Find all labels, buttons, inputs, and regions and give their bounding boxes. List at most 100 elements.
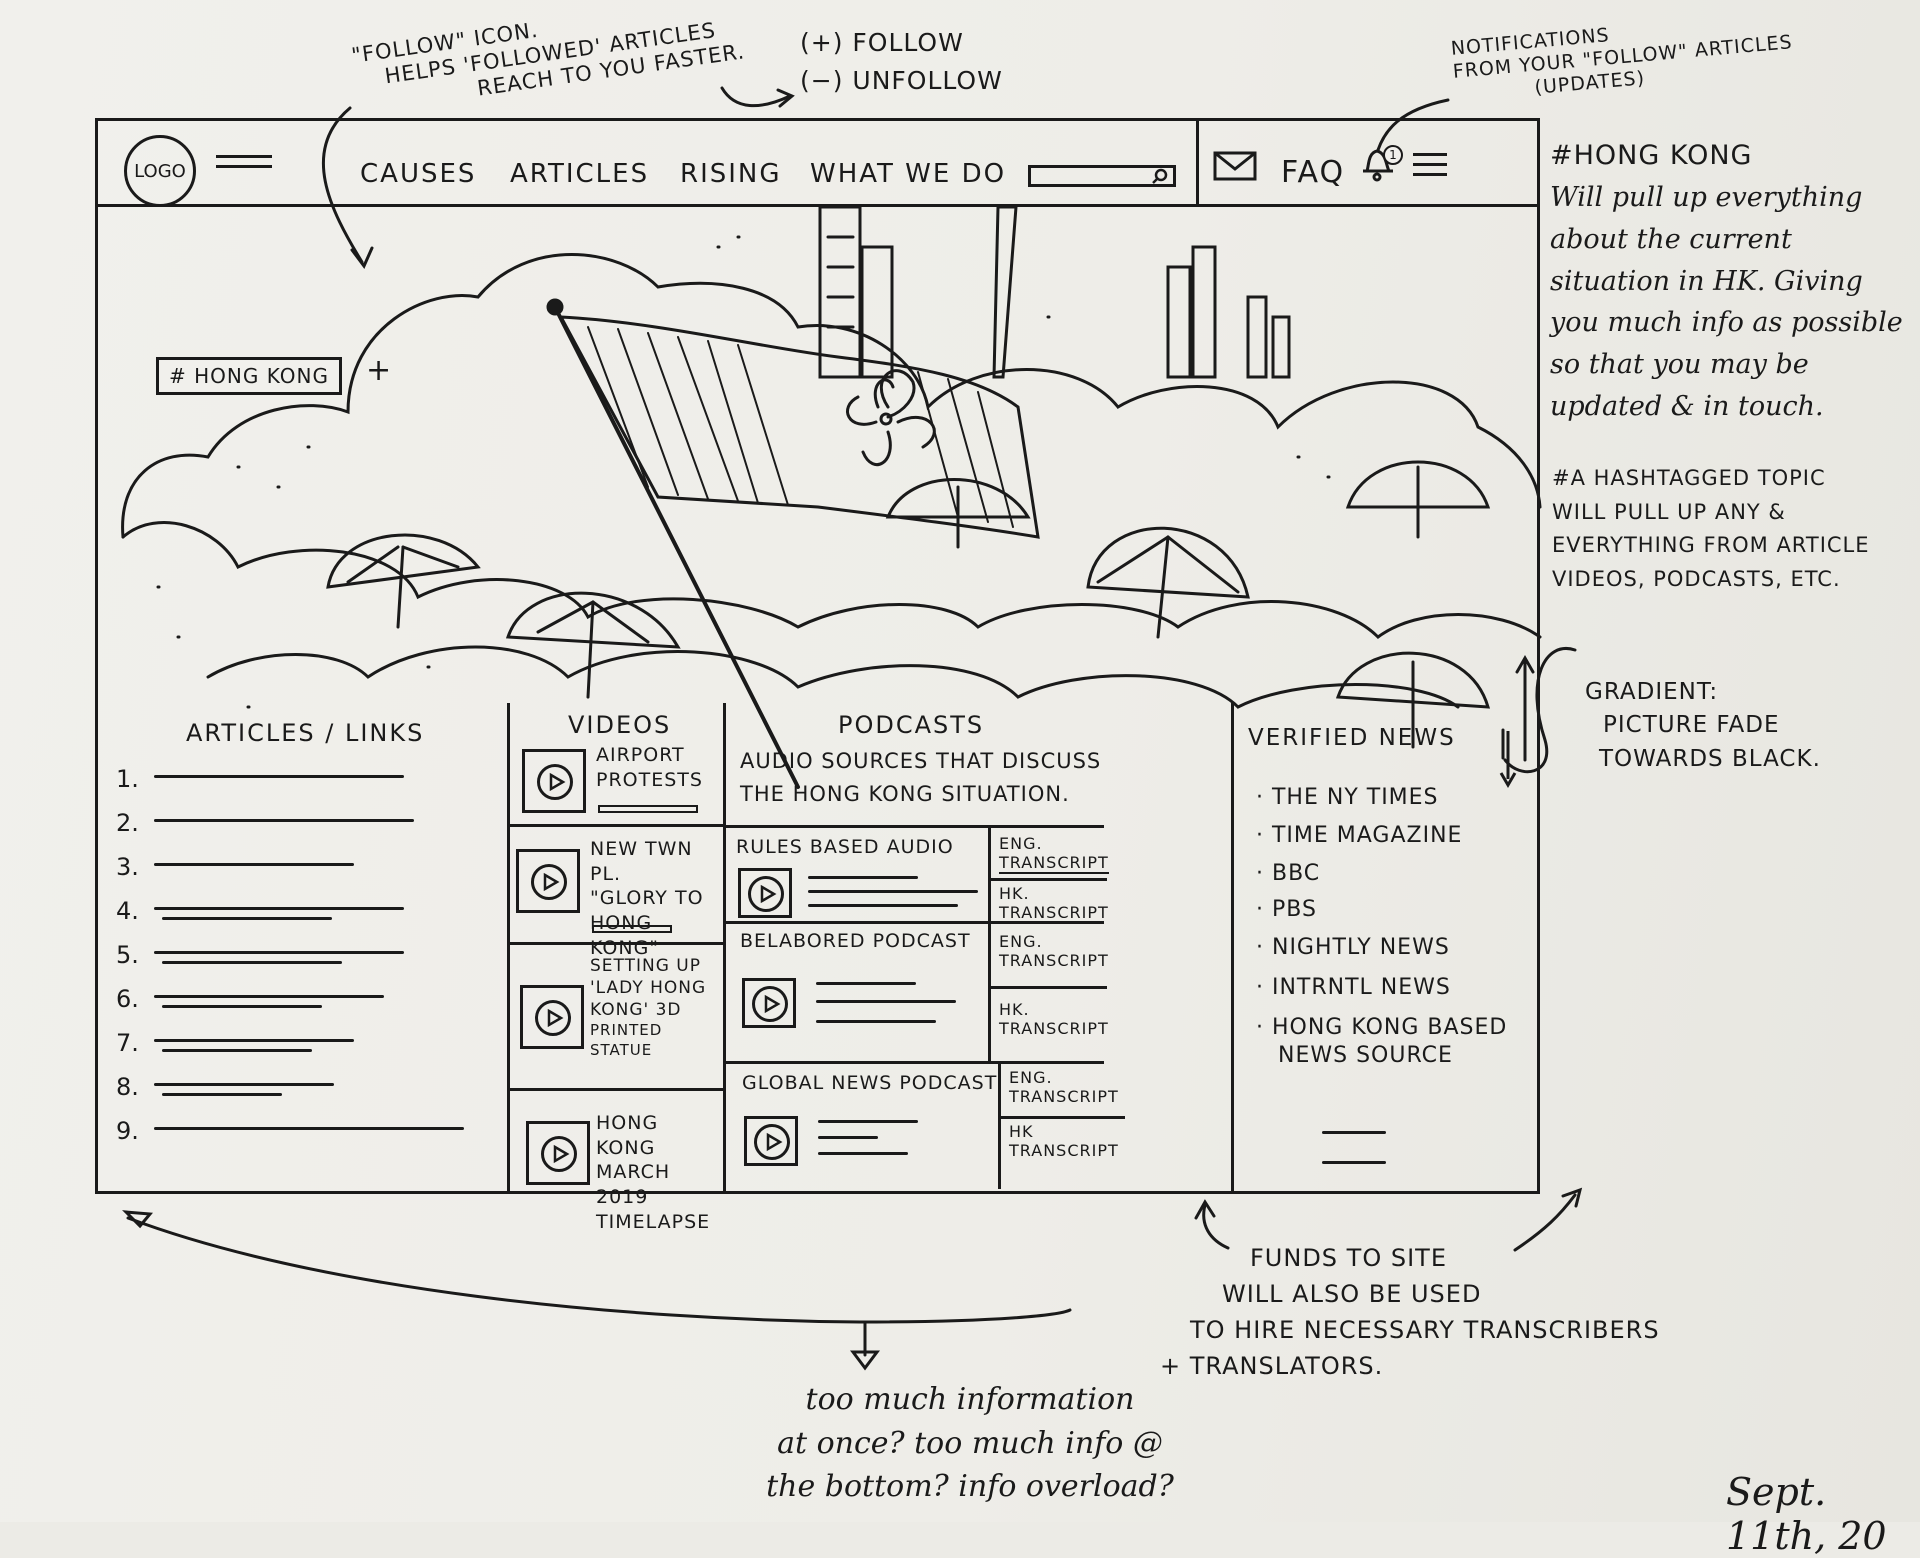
search-icon[interactable] [1151, 167, 1169, 185]
gradient-note-line: PICTURE FADE [1603, 712, 1780, 739]
play-icon[interactable] [752, 986, 788, 1022]
news-source-link[interactable]: · HONG KONG BASED [1256, 1015, 1508, 1040]
article-link-line[interactable] [154, 995, 384, 998]
hashtag-topic-line: WILL PULL UP ANY & [1552, 499, 1786, 524]
play-icon[interactable] [748, 876, 784, 912]
article-link-line[interactable] [162, 917, 332, 920]
news-source-link[interactable]: NEWS SOURCE [1278, 1043, 1453, 1068]
nav-link-articles[interactable]: ARTICLES [510, 159, 650, 189]
mail-icon[interactable] [1213, 151, 1257, 181]
news-source-link[interactable]: · THE NY TIMES [1256, 785, 1439, 810]
video-thumbnail[interactable] [516, 849, 580, 913]
bell-icon[interactable] [1359, 139, 1399, 183]
hashtag-note-line: Will pull up everything [1550, 181, 1863, 213]
notification-badge[interactable]: 1 [1383, 145, 1403, 165]
video-progress [592, 925, 672, 933]
nav-link-what-we-do[interactable]: WHAT WE DO [810, 159, 1007, 189]
article-link-line[interactable] [154, 1127, 464, 1130]
hills [121, 253, 1542, 539]
play-icon[interactable] [537, 764, 573, 800]
play-triangle-icon [543, 872, 560, 892]
news-source-link[interactable]: · PBS [1256, 897, 1317, 922]
podcast-thumbnail[interactable] [738, 868, 792, 918]
hamburger-icon[interactable] [1413, 153, 1447, 176]
article-link-line[interactable] [154, 819, 414, 822]
follow-button[interactable]: + [366, 353, 392, 388]
video-item[interactable]: NEW TWN PL. "GLORY TO HONG KONG" [510, 827, 723, 959]
video-title: AIRPORT PROTESTS [596, 743, 703, 792]
article-link-line[interactable] [154, 775, 404, 778]
video-item[interactable]: AIRPORT PROTESTS [510, 735, 723, 827]
podcast-desc-line [818, 1136, 878, 1139]
verified-news-title: VERIFIED NEWS [1248, 725, 1456, 751]
podcast-item[interactable]: RULES BASED AUDIO ENG. TRANSCRIPT HK. TR… [726, 828, 1109, 924]
play-icon[interactable] [754, 1124, 790, 1160]
podcast-thumbnail[interactable] [744, 1116, 798, 1166]
transcript-label: TRANSCRIPT [999, 853, 1109, 875]
transcript-label: TRANSCRIPT [1009, 1087, 1119, 1107]
article-link-line[interactable] [162, 1005, 322, 1008]
podcast-title: BELABORED PODCAST [740, 930, 971, 952]
news-source-link[interactable]: · BBC [1256, 861, 1321, 886]
podcast-thumbnail[interactable] [742, 978, 796, 1028]
article-number: 1. [116, 765, 139, 793]
news-source-link[interactable]: · NIGHTLY NEWS [1256, 935, 1450, 960]
logo[interactable]: LOGO [124, 135, 196, 207]
video-thumbnail[interactable] [520, 985, 584, 1049]
video-progress [598, 805, 698, 813]
podcast-item[interactable]: BELABORED PODCAST ENG. TRANSCRIPT HK. TR… [726, 924, 1108, 1064]
podcasts-title: PODCASTS [838, 711, 985, 739]
podcast-item[interactable]: GLOBAL NEWS PODCAST ENG. TRANSCRIPT HK T… [726, 1064, 1125, 1189]
play-triangle-icon [553, 1144, 570, 1164]
hashtag-chip[interactable]: # HONG KONG [156, 357, 342, 395]
transcript-label: HK. [999, 1000, 1030, 1019]
article-link-line[interactable] [162, 1093, 282, 1096]
flag-hatching [587, 326, 1014, 528]
gradient-arrow [1503, 647, 1577, 774]
top-nav: LOGO CAUSES ARTICLES RISING WHAT WE DO F… [98, 121, 1540, 207]
eng-transcript-link[interactable]: ENG. TRANSCRIPT [1009, 1068, 1119, 1106]
article-link-line[interactable] [154, 907, 404, 910]
hk-transcript-link[interactable]: HK. TRANSCRIPT [999, 884, 1109, 922]
nav-link-causes[interactable]: CAUSES [360, 159, 477, 189]
eng-transcript-link[interactable]: ENG. TRANSCRIPT [999, 834, 1109, 875]
article-link-line[interactable] [162, 1049, 312, 1052]
search-input[interactable] [1028, 165, 1176, 187]
play-icon[interactable] [531, 864, 567, 900]
articles-title: ARTICLES / LINKS [186, 719, 425, 747]
transcript-label: ENG. [999, 932, 1043, 951]
follow-arrowhead [350, 246, 374, 269]
gradient-up-arrowhead [1515, 654, 1535, 674]
nav-link-rising[interactable]: RISING [680, 159, 782, 189]
podcast-desc-line [816, 1000, 956, 1003]
hk-transcript-link[interactable]: HK TRANSCRIPT [1009, 1122, 1119, 1160]
play-icon[interactable] [541, 1136, 577, 1172]
article-number: 5. [116, 941, 139, 969]
video-title-line: PRINTED STATUE [590, 1021, 663, 1059]
video-item[interactable]: HONG KONG MARCH 2019 TIMELAPSE [510, 1091, 723, 1233]
transcript-label: HK. [999, 884, 1030, 903]
play-icon[interactable] [535, 1000, 571, 1036]
overload-note-line: the bottom? info overload? [766, 1469, 1174, 1504]
eng-transcript-link[interactable]: ENG. TRANSCRIPT [999, 932, 1109, 970]
faq-link[interactable]: FAQ [1281, 155, 1346, 190]
video-item[interactable]: SETTING UP 'LADY HONG KONG' 3D PRINTED S… [510, 945, 723, 1091]
video-title: HONG KONG MARCH 2019 TIMELAPSE [596, 1111, 723, 1234]
overload-note-line: too much information [805, 1382, 1135, 1417]
article-link-line[interactable] [154, 1083, 334, 1086]
podcast-desc-line [816, 1020, 936, 1023]
video-thumbnail[interactable] [522, 749, 586, 813]
news-source-link[interactable]: · TIME MAGAZINE [1256, 823, 1463, 848]
follow-options-arrow [720, 86, 792, 108]
article-link-line[interactable] [154, 863, 354, 866]
podcasts-subtitle-line: THE HONG KONG SITUATION. [740, 781, 1070, 806]
hk-transcript-link[interactable]: HK. TRANSCRIPT [999, 1000, 1109, 1038]
article-link-line[interactable] [154, 951, 404, 954]
menu-icon[interactable] [216, 155, 272, 177]
gradient-arrow-down-icon [1499, 731, 1517, 788]
article-link-line[interactable] [162, 961, 342, 964]
article-link-line[interactable] [154, 1039, 354, 1042]
podcasts-subtitle: AUDIO SOURCES THAT DISCUSS THE HONG KONG… [740, 745, 1101, 810]
video-thumbnail[interactable] [526, 1121, 590, 1185]
news-source-link[interactable]: · INTRNTL NEWS [1256, 975, 1451, 1000]
